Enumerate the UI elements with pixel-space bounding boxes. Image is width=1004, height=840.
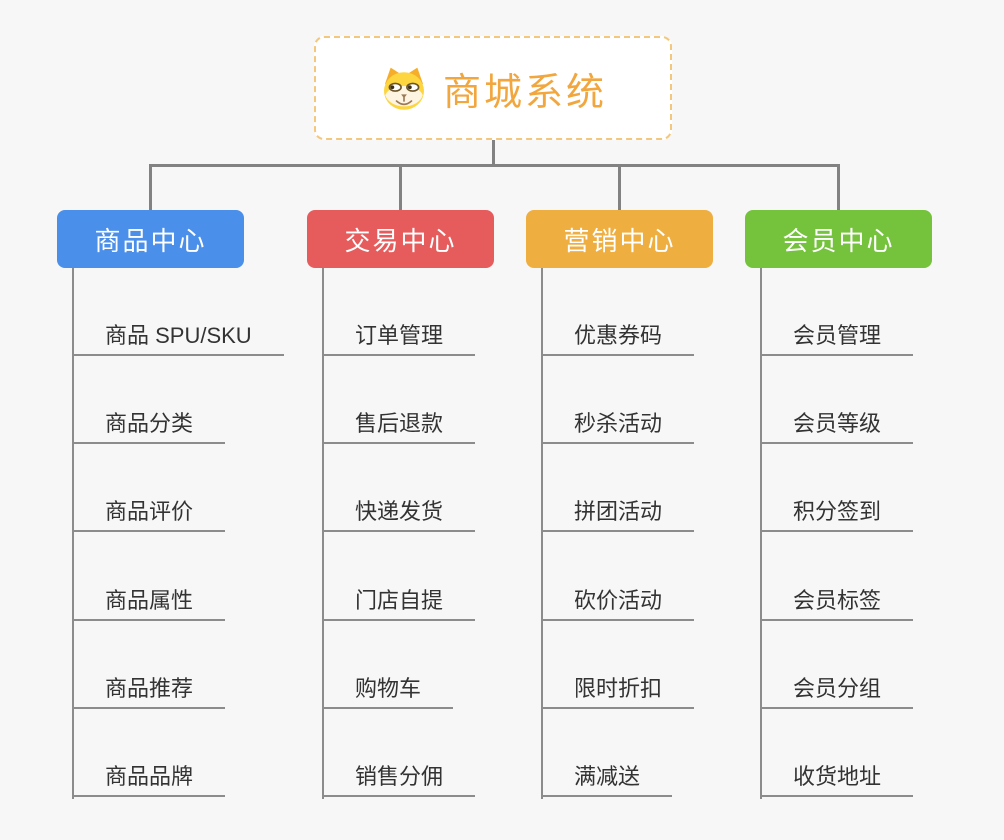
mindmap-node-item[interactable]: 会员管理 <box>760 323 914 356</box>
branch-header-member-center[interactable]: 会员中心 <box>745 210 932 268</box>
mindmap-node-item[interactable]: 商品推荐 <box>72 676 226 709</box>
branch-trunk-trade-center <box>322 268 324 799</box>
mindmap-node-item[interactable]: 会员分组 <box>760 676 914 709</box>
connector-rail <box>149 164 839 167</box>
mindmap-node-item[interactable]: 购物车 <box>322 676 454 709</box>
branch-trunk-product-center <box>72 268 74 799</box>
root-title: 商城系统 <box>442 71 607 114</box>
mindmap-node-item[interactable]: 会员标签 <box>760 588 914 621</box>
connector-drop-marketing-center <box>618 164 621 210</box>
mindmap-node-item[interactable]: 收货地址 <box>760 764 914 797</box>
branch-header-product-center[interactable]: 商品中心 <box>57 210 244 268</box>
connector-drop-trade-center <box>399 164 402 210</box>
mindmap-node-item[interactable]: 商品品牌 <box>72 764 226 797</box>
mindmap-node-item[interactable]: 积分签到 <box>760 499 914 532</box>
shiba-dog-icon <box>379 65 429 112</box>
mindmap-node-item[interactable]: 订单管理 <box>322 323 476 356</box>
mindmap-node-item[interactable]: 商品 SPU/SKU <box>72 323 284 356</box>
mindmap-node-item[interactable]: 优惠券码 <box>541 323 695 356</box>
mindmap-node-item[interactable]: 秒杀活动 <box>541 411 695 444</box>
mindmap-node-item[interactable]: 售后退款 <box>322 411 476 444</box>
mindmap-node-item[interactable]: 商品评价 <box>72 499 226 532</box>
mindmap-node-item[interactable]: 砍价活动 <box>541 588 695 621</box>
mindmap-node-item[interactable]: 商品属性 <box>72 588 226 621</box>
branch-header-trade-center[interactable]: 交易中心 <box>307 210 494 268</box>
mindmap-node-item[interactable]: 会员等级 <box>760 411 914 444</box>
mindmap-node-item[interactable]: 快递发货 <box>322 499 476 532</box>
connector-drop-product-center <box>149 164 152 210</box>
mindmap-node-item[interactable]: 满减送 <box>541 764 673 797</box>
branch-trunk-member-center <box>760 268 762 799</box>
mindmap-node-item[interactable]: 门店自提 <box>322 588 476 621</box>
connector-drop-member-center <box>837 164 840 210</box>
mindmap-node-item[interactable]: 拼团活动 <box>541 499 695 532</box>
connector-root-stem <box>492 140 495 167</box>
mindmap-node-item[interactable]: 商品分类 <box>72 411 226 444</box>
mindmap-node-item[interactable]: 限时折扣 <box>541 676 695 709</box>
branch-trunk-marketing-center <box>541 268 543 799</box>
mindmap-node-item[interactable]: 销售分佣 <box>322 764 476 797</box>
root-node[interactable]: 商城系统 <box>314 36 672 140</box>
branch-header-marketing-center[interactable]: 营销中心 <box>526 210 713 268</box>
